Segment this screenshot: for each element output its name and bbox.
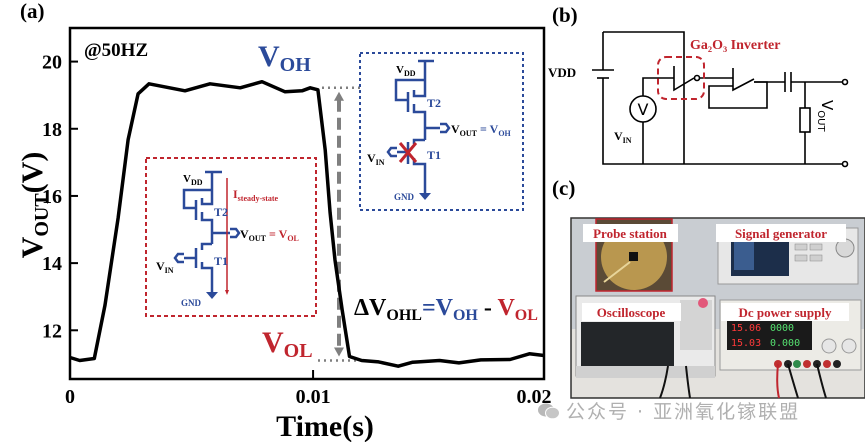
panel-b-circuit: (b) V VDD Ga₂O₃ Inver xyxy=(548,3,849,168)
wechat-icon xyxy=(538,403,560,420)
inset-high-vout-eq: VOUT = VOH xyxy=(451,122,512,138)
psu-readout-a2: 0.000 xyxy=(770,338,800,349)
photo-label-dc-power-supply: Dc power supply xyxy=(739,305,832,320)
inset-low-current-label: Isteady-state xyxy=(233,187,279,203)
inset-high-gnd: GND xyxy=(394,192,415,202)
y-tick-label: 20 xyxy=(42,52,62,74)
x-axis-ticks: 0 0.01 0.02 xyxy=(65,370,552,408)
inverter-highlight-box xyxy=(657,56,705,100)
delta-v-formula: ΔVOHL=VOH - VOL xyxy=(354,295,538,324)
inverter-label: Ga₂O₃ Inverter xyxy=(690,38,780,53)
inset-high-vin: VIN xyxy=(367,151,385,167)
inset-high-t1: T1 xyxy=(427,148,441,162)
photo-label-oscilloscope: Oscilloscope xyxy=(597,305,666,320)
panel-c-photo: (c) 15.06 0000 15.03 0.000 xyxy=(552,176,865,399)
photo-label-probe-station: Probe station xyxy=(593,226,668,241)
watermark: 公众号 · 亚洲氧化镓联盟 xyxy=(538,397,800,424)
voh-label: VOH xyxy=(258,40,311,76)
inset-high-output-circuit: VDD T2 T1 VOUT = VOH VIN GND xyxy=(359,52,524,211)
psu-readout-v1: 15.06 xyxy=(731,323,761,334)
arrow-head-down-icon xyxy=(334,347,344,357)
y-axis-label: VOUT(V) xyxy=(16,152,53,259)
x-tick-label: 0.01 xyxy=(296,386,331,408)
vol-label: VOL xyxy=(262,326,313,362)
vdd-label: VDD xyxy=(548,65,576,80)
transistor-off-cross-icon xyxy=(398,142,418,163)
test-circuit-wires xyxy=(592,31,849,168)
panel-a: (a) 0 0.01 0.02 12 14 16 18 20 Time(s) VOUT(V)… xyxy=(16,0,552,442)
psu-readout-a1: 0000 xyxy=(770,323,794,334)
arrow-head-up-icon xyxy=(334,91,344,101)
inset-low-ground-icon xyxy=(206,292,218,299)
series-vout-line xyxy=(69,79,545,368)
y-axis-label-unit: (V) xyxy=(16,152,49,194)
circuit-vin-label: VIN xyxy=(614,129,632,145)
inset-low-output-circuit: VDD T2 T1 Isteady-state VOUT = VOL VIN G… xyxy=(145,157,317,317)
inset-low-t2: T2 xyxy=(214,205,228,219)
y-tick-label: 18 xyxy=(42,119,62,141)
inset-high-ground-icon xyxy=(419,193,431,200)
x-axis-label: Time(s) xyxy=(276,410,374,442)
svg-text:VOUT(V): VOUT(V) xyxy=(16,152,53,259)
psu-readout-v2: 15.03 xyxy=(731,338,761,349)
y-tick-label: 12 xyxy=(42,320,62,342)
y-axis-label-main: V xyxy=(16,236,49,258)
frequency-note: @50HZ xyxy=(84,40,148,61)
panel-a-label: (a) xyxy=(20,0,45,23)
inset-low-vin: VIN xyxy=(156,259,174,275)
photo-label-signal-generator: Signal generator xyxy=(735,226,827,241)
circuit-vout-label: VOUT xyxy=(815,100,836,132)
y-axis-ticks: 12 14 16 18 20 xyxy=(42,52,78,342)
inset-high-t2: T2 xyxy=(427,96,441,110)
panel-b-label: (b) xyxy=(552,3,578,27)
plot-frame xyxy=(68,26,546,381)
inset-low-t1: T1 xyxy=(214,254,228,268)
inset-high-vdd: VDD xyxy=(396,64,416,78)
y-tick-label: 14 xyxy=(42,253,62,275)
inset-low-gnd: GND xyxy=(181,298,202,308)
probe-cables xyxy=(659,363,827,399)
x-tick-label: 0 xyxy=(65,386,75,408)
x-tick-label: 0.02 xyxy=(517,386,552,408)
y-axis-label-sub: OUT xyxy=(31,193,53,237)
voltmeter-symbol: V xyxy=(638,100,649,119)
voltmeter-icon xyxy=(629,95,657,123)
inset-low-vdd: VDD xyxy=(183,173,203,187)
panel-c-label: (c) xyxy=(552,176,575,200)
inset-low-vout-eq: VOUT = VOL xyxy=(240,227,299,243)
watermark-text: 公众号 · 亚洲氧化镓联盟 xyxy=(566,401,801,423)
svg-text:VOUT: VOUT xyxy=(815,100,836,132)
y-tick-label: 16 xyxy=(42,186,62,208)
